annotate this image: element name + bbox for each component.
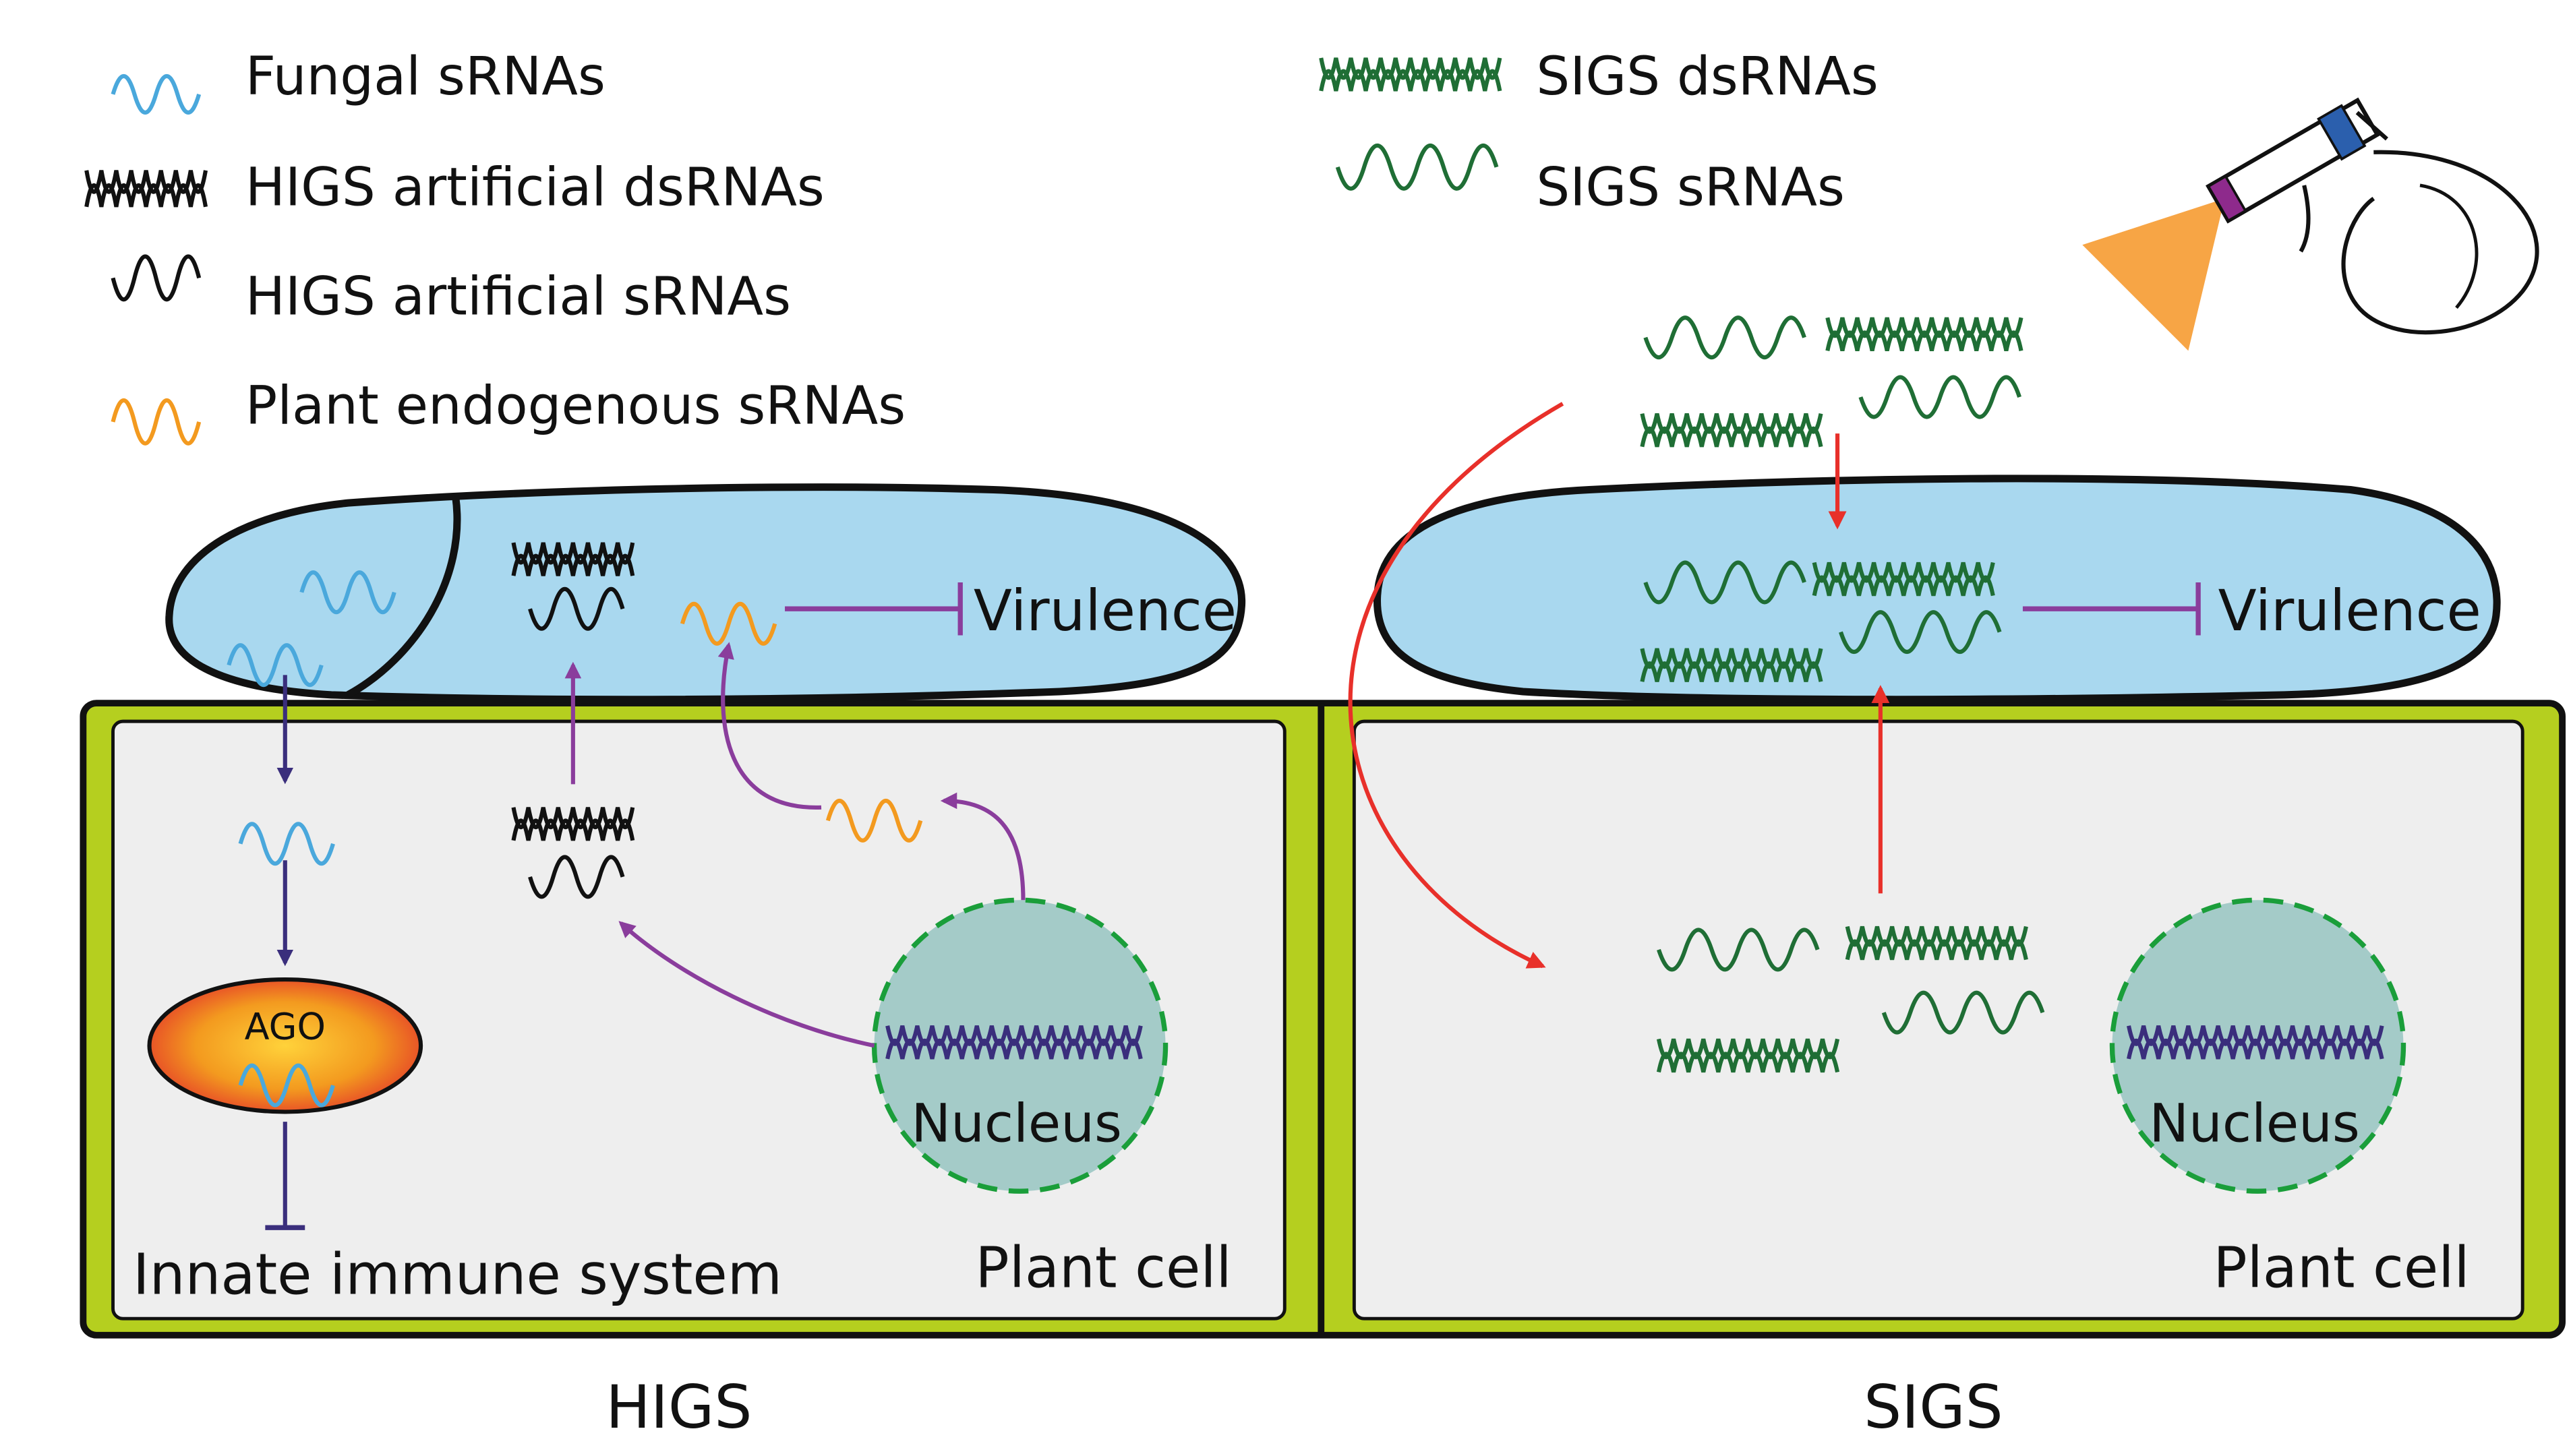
higs-srna-legend-icon [111, 254, 202, 302]
fungal-srna-legend-icon [111, 73, 202, 115]
higs-srna-in-cell [528, 855, 625, 899]
plant-srna-legend-icon [111, 398, 202, 446]
sprayed-rnas [1640, 315, 2023, 448]
sigs-nucleus: Nucleus [2109, 897, 2406, 1194]
higs-fungal-srna-exit [227, 643, 324, 688]
sigs-plant-cell-label: Plant cell [2213, 1236, 2469, 1301]
plant-srna-in-cell [825, 798, 923, 843]
higs-virulence-label: Virulence [974, 578, 1237, 644]
innate-immune-system-label: Innate immune system [133, 1242, 782, 1307]
higs-nucleus: Nucleus [871, 897, 1169, 1194]
higs-dsrna-legend-icon [84, 170, 208, 208]
higs-nucleus-label: Nucleus [911, 1093, 1122, 1155]
sigs-srna-legend-icon [1335, 144, 1499, 191]
legend-higs-srnas-label: HIGS artificial sRNAs [245, 265, 791, 327]
ago-bound-fungal-srna [238, 1063, 335, 1108]
higs-plant-cell-label: Plant cell [975, 1236, 1231, 1301]
higs-dsrna-in-fungus [511, 542, 635, 576]
plant-srna-in-fungus [680, 601, 777, 646]
higs-fungal-srna-top [299, 570, 396, 615]
ago-label: AGO [245, 1005, 326, 1048]
higs-srna-in-fungus [528, 586, 625, 631]
legend-fungal-srnas-label: Fungal sRNAs [245, 45, 605, 107]
legend-sigs-dsrnas-label: SIGS dsRNAs [1536, 45, 1878, 107]
sigs-caption: SIGS [1864, 1372, 2003, 1442]
higs-fungus [165, 483, 1245, 704]
higs-caption: HIGS [605, 1372, 752, 1442]
higs-dsrna-in-cell [511, 807, 635, 841]
legend-plant-srnas-label: Plant endogenous sRNAs [245, 374, 906, 436]
sigs-virulence-label: Virulence [2218, 578, 2481, 644]
legend-sigs-srnas-label: SIGS sRNAs [1536, 156, 1845, 218]
higs-fungal-srna-in-cell [238, 822, 335, 866]
legend-higs-dsrnas-label: HIGS artificial dsRNAs [245, 156, 825, 218]
sigs-rnas-in-cell [1656, 926, 2045, 1073]
sigs-rnas-in-fungus [1640, 560, 2002, 682]
sigs-nucleus-label: Nucleus [2149, 1093, 2360, 1155]
sigs-dsrna-legend-icon [1319, 57, 1502, 92]
legend: Fungal sRNAs HIGS artificial dsRNAs HIGS… [84, 45, 1879, 446]
ago-protein: AGO [147, 977, 423, 1114]
spray-bottle-icon [2082, 97, 2539, 351]
